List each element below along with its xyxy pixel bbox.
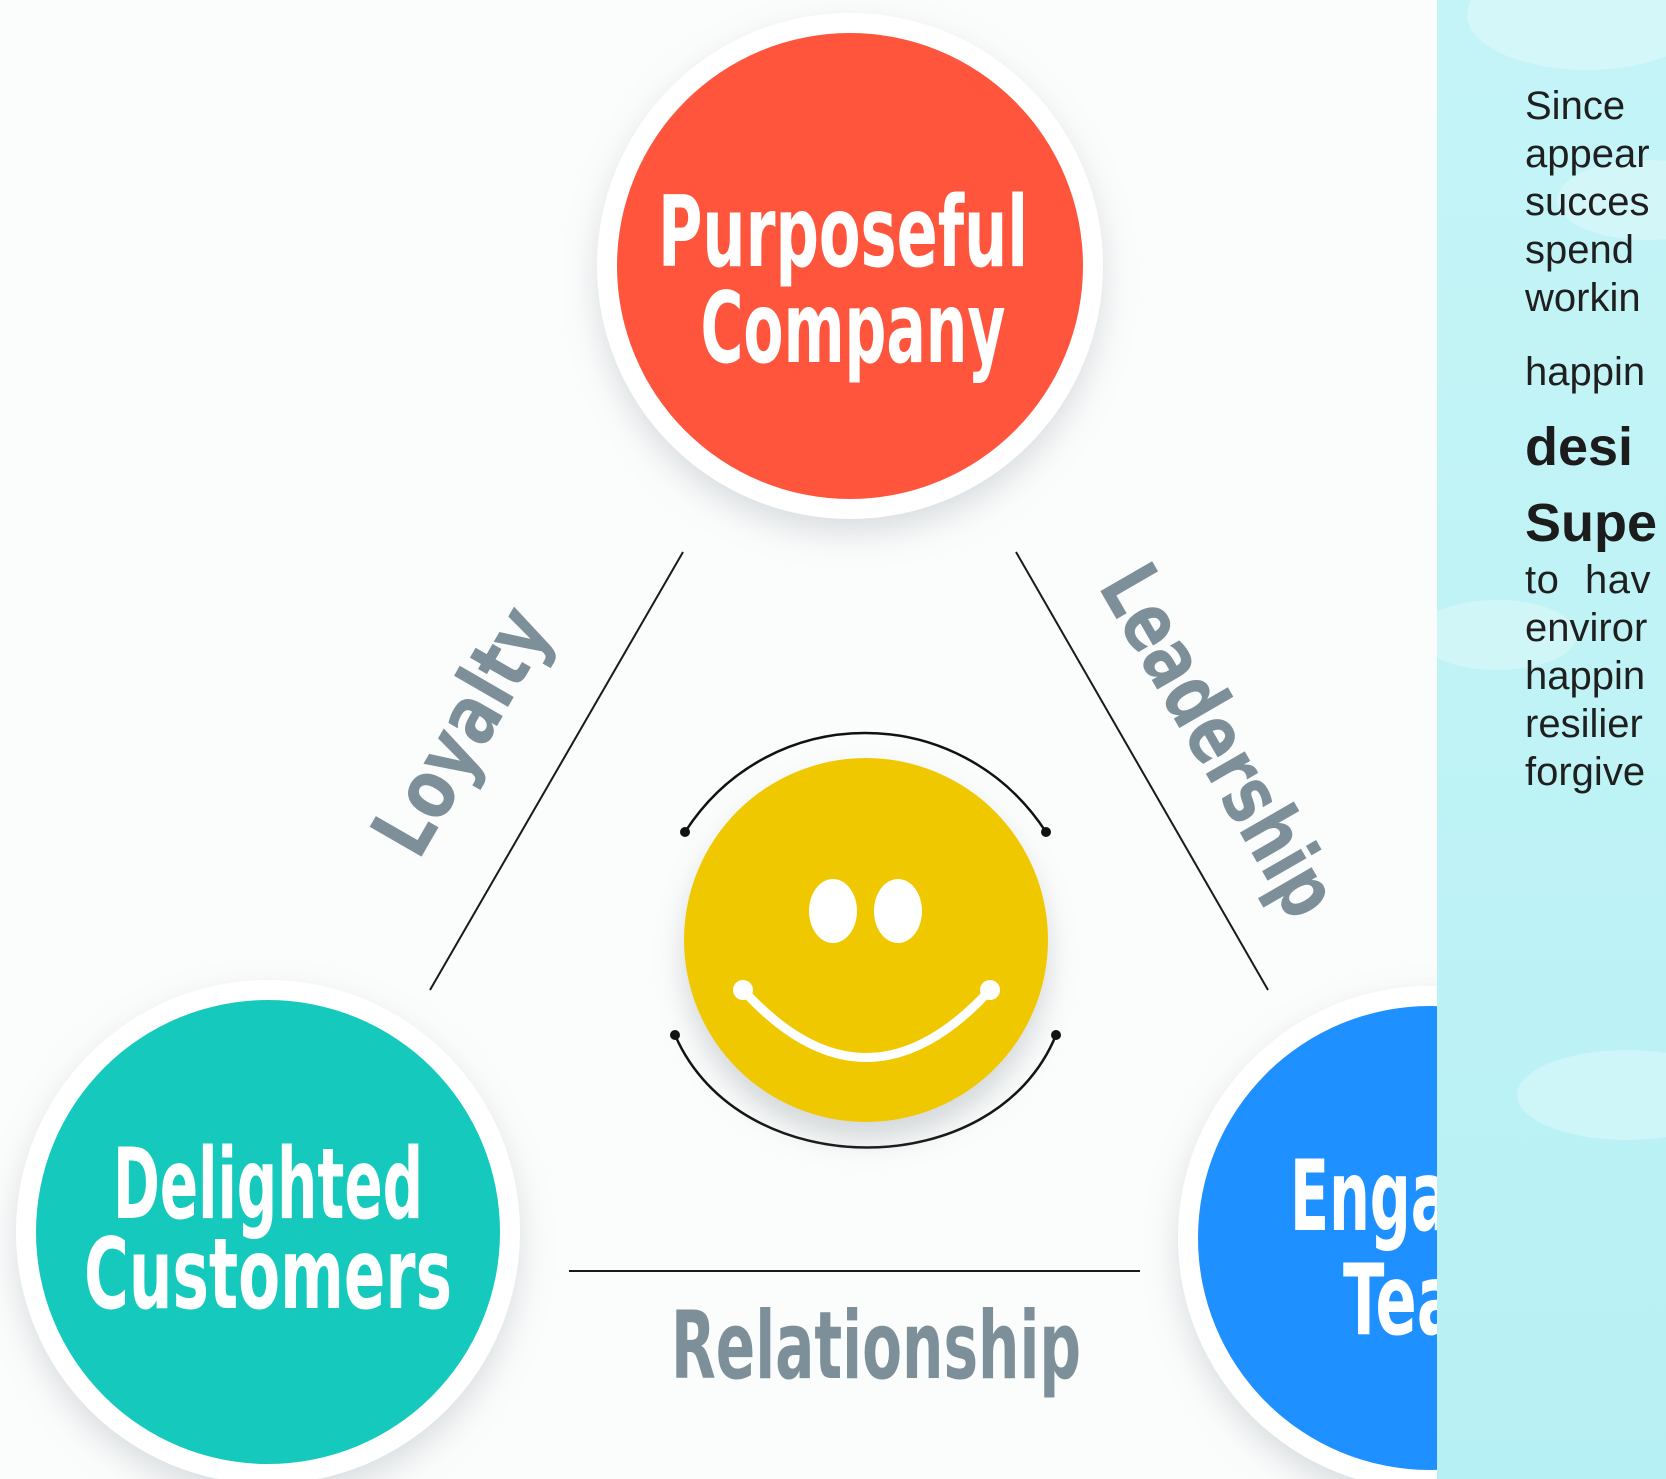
side-bold-2: Supe [1525, 493, 1658, 553]
top-arc [683, 731, 1048, 833]
node-delighted-customers: Delighted Customers [16, 980, 520, 1479]
side-line-11: forgive [1525, 750, 1646, 794]
leadership-connector-line [1015, 551, 1269, 991]
purposeful-company-line1: Purposeful [658, 176, 1028, 290]
smiley-face-icon [684, 758, 1048, 1122]
leadership-label: Leadership [1080, 549, 1357, 934]
delighted-customers-line1: Delighted [113, 1128, 423, 1242]
left-eye [809, 879, 857, 943]
side-line-3: succes [1525, 180, 1650, 224]
delighted-customers-line2: Customers [84, 1218, 452, 1332]
side-line-1: Since [1525, 84, 1626, 128]
right-eye [874, 879, 922, 943]
side-line-4: spend [1525, 228, 1634, 272]
side-line-9: happin [1525, 654, 1646, 698]
relationship-label: Relationship [671, 1292, 1081, 1401]
side-line-6: happin [1525, 350, 1646, 394]
side-line-10: resilier [1525, 702, 1643, 746]
side-text-panel: Since appear succes spend workin happin … [1437, 0, 1666, 1479]
smile-mouth [738, 985, 995, 1062]
node-purposeful-company: Purposeful Company [597, 13, 1103, 519]
side-line-5: workin [1525, 276, 1641, 320]
loyalty-label: Loyalty [354, 591, 571, 872]
side-line-2: appear [1525, 132, 1650, 176]
purposeful-company-line2: Company [701, 272, 1006, 386]
side-line-8: enviror [1525, 606, 1648, 650]
purposeful-company-circle [617, 33, 1083, 499]
loyalty-connector-line [429, 551, 684, 991]
delighted-customers-circle [36, 1000, 500, 1464]
center-smiley [670, 731, 1061, 1149]
side-line-7: to hav [1525, 558, 1651, 602]
bottom-arc [673, 1034, 1058, 1149]
side-bold-1: desi [1525, 417, 1634, 477]
side-paragraph: Since appear succes spend workin happin … [1525, 82, 1666, 796]
